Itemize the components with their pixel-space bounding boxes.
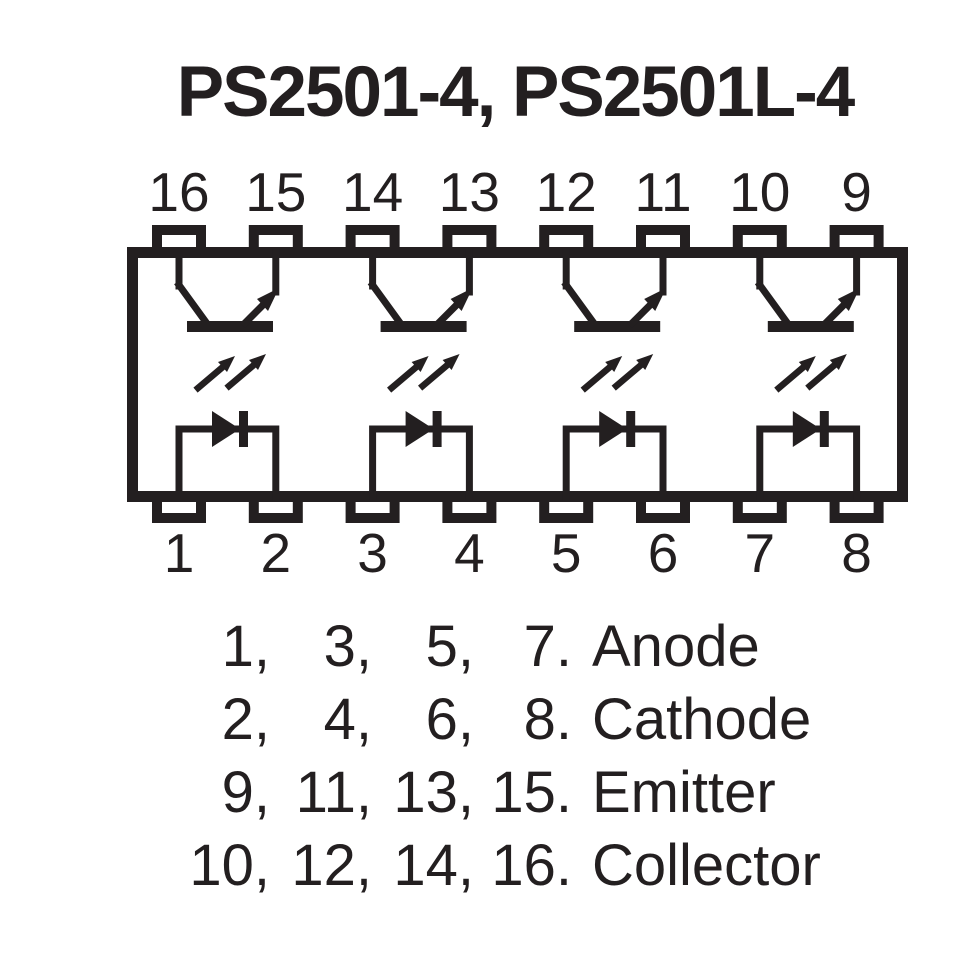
legend-pin-number: 6, (426, 687, 474, 752)
pin-number-1: 1 (164, 522, 195, 584)
legend-pin-number: 8. (524, 687, 572, 752)
legend-pin-number: 13, (393, 760, 474, 825)
pin-number-15: 15 (245, 161, 306, 223)
pin-number-7: 7 (745, 522, 776, 584)
legend-pin-number: 11, (296, 760, 372, 825)
ic-package-body (127, 247, 908, 502)
legend-pin-number: 14, (393, 833, 474, 898)
legend-pin-number: 10, (189, 833, 270, 898)
pin-number-10: 10 (729, 161, 790, 223)
legend-signal-name: Collector (592, 833, 821, 898)
pin-number-13: 13 (439, 161, 500, 223)
legend-pin-number: 5, (426, 614, 474, 679)
legend-pin-number: 7. (524, 614, 572, 679)
pin-number-8: 8 (841, 522, 872, 584)
legend-pin-number: 12, (291, 833, 372, 898)
legend-signal-name: Anode (592, 614, 760, 679)
pin-number-14: 14 (342, 161, 403, 223)
legend-pin-number: 9, (222, 760, 270, 825)
pin-number-5: 5 (551, 522, 582, 584)
legend-pin-number: 16. (491, 833, 572, 898)
pin-number-12: 12 (536, 161, 597, 223)
legend-pin-number: 1, (222, 614, 270, 679)
figure-title: PS2501-4, PS2501L-4 (177, 53, 856, 132)
pin-number-16: 16 (148, 161, 209, 223)
pin-number-4: 4 (454, 522, 485, 584)
legend-pin-number: 15. (491, 760, 572, 825)
pin-number-2: 2 (261, 522, 292, 584)
legend-signal-name: Emitter (592, 760, 776, 825)
legend-signal-name: Cathode (592, 687, 811, 752)
pin-number-3: 3 (357, 522, 388, 584)
pin-number-11: 11 (634, 161, 691, 223)
pin-number-6: 6 (648, 522, 679, 584)
bottom-pin-numbers: 1 2 3 4 5 6 7 8 (164, 522, 872, 584)
pin-function-legend: 1, 3, 5, 7. Anode 2, 4, 6, 8. Cathode 9,… (189, 614, 821, 898)
legend-pin-number: 3, (324, 614, 372, 679)
legend-pin-number: 2, (222, 687, 270, 752)
pin-number-9: 9 (841, 161, 872, 223)
top-pin-numbers: 16 15 14 13 12 11 10 9 (148, 161, 871, 223)
legend-pin-number: 4, (324, 687, 372, 752)
